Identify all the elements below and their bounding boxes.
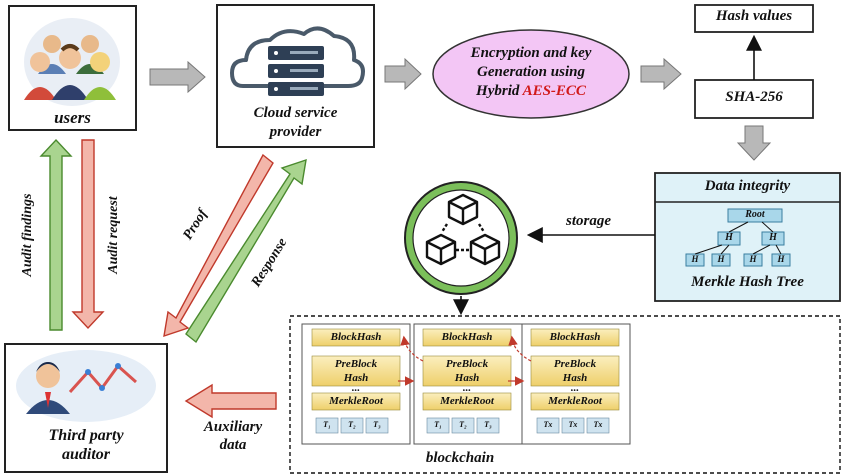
block2-tx-3: T₃	[484, 420, 492, 429]
block-1	[301, 323, 411, 445]
merkle-tree-icon	[685, 208, 791, 267]
auxiliary-line2: data	[219, 437, 247, 453]
block3-tx-2: Tx	[568, 420, 578, 429]
block2-preblock: PreBlock Hash	[423, 357, 511, 385]
prehash-link-2	[508, 335, 532, 362]
block1-preblock-line2: Hash	[343, 372, 369, 384]
audit-request-arrow	[71, 139, 105, 330]
blockchain-label: blockchain	[425, 450, 495, 466]
encryption-line3: Hybrid AES-ECC	[433, 82, 629, 101]
encryption-ellipse	[432, 29, 630, 119]
cloud-server-icon	[230, 26, 365, 96]
block2-merkleroot: MerkleRoot	[440, 395, 494, 407]
auditor-icon	[16, 350, 156, 422]
block1-dots: ...	[351, 382, 361, 394]
merkle-leaf-3: H	[749, 254, 757, 264]
blockchain-cubes-icon	[425, 193, 501, 266]
response-arrow	[185, 158, 307, 344]
merkle-leaf-2: H	[717, 254, 725, 264]
merkle-tree-caption: Merkle Hash Tree	[691, 274, 804, 290]
merkle-leaf-1: H	[691, 254, 699, 264]
hash-values-box	[694, 4, 814, 33]
sha-to-integrity-arrow	[736, 125, 772, 161]
users-label: users	[54, 108, 91, 127]
encryption-to-sha-arrow	[640, 57, 682, 91]
tpa-label-line2: auditor	[61, 446, 110, 463]
hash-values-label: Hash values	[715, 8, 793, 24]
block3-tx-1: Tx	[543, 420, 553, 429]
aes-ecc-text: AES-ECC	[522, 83, 586, 99]
block1-blockhash: BlockHash	[330, 331, 382, 343]
block-3	[521, 323, 631, 445]
sha256-box	[694, 79, 814, 119]
block1-tx-2: T₂	[348, 420, 356, 429]
proof-arrow	[163, 153, 274, 338]
audit-findings-arrow	[39, 138, 73, 331]
block1-preblock-line1: PreBlock	[334, 358, 378, 370]
merkle-root-label: Root	[745, 209, 765, 220]
block3-tx-3: Tx	[593, 420, 603, 429]
encryption-prefix: Hybrid	[476, 83, 523, 99]
users-group-icon	[24, 18, 120, 106]
cloud-to-encryption-arrow	[384, 57, 422, 91]
block3-merkleroot: MerkleRoot	[548, 395, 602, 407]
prehash-link-1	[400, 335, 424, 362]
cloud-label-line2: provider	[269, 124, 322, 140]
auxiliary-data-label: Auxiliary data	[188, 418, 278, 454]
tpa-label-line1: Third party	[48, 427, 124, 444]
block1-tx-3: T₃	[373, 420, 381, 429]
merkle-h-left: H	[725, 232, 733, 243]
block3-preblock: PreBlock Hash	[531, 357, 619, 385]
cloud-provider-label: Cloud service provider	[217, 104, 374, 142]
encryption-line2: Generation using	[477, 64, 585, 80]
encryption-label: Encryption and key Generation using Hybr…	[433, 44, 629, 101]
block3-preblock-line2: Hash	[562, 372, 588, 384]
block1-tx-1: T₁	[323, 420, 331, 429]
auxiliary-data-arrow	[184, 383, 277, 419]
tpa-label: Third party auditor	[5, 426, 167, 464]
block2-tx-1: T₁	[434, 420, 442, 429]
auxiliary-line1: Auxiliary	[203, 419, 263, 435]
users-to-cloud-arrow	[149, 60, 206, 94]
block2-tx-2: T₂	[459, 420, 467, 429]
merkle-leaf-4: H	[777, 254, 785, 264]
audit-findings-label: Audit findings	[20, 193, 35, 277]
block2-blockhash: BlockHash	[441, 331, 493, 343]
block1-merkleroot: MerkleRoot	[329, 395, 383, 407]
block-2	[413, 323, 523, 445]
data-integrity-title: Data integrity	[704, 178, 791, 194]
storage-label: storage	[566, 213, 611, 229]
encryption-line1: Encryption and key	[470, 45, 592, 61]
merkle-h-right: H	[769, 232, 777, 243]
sha256-label: SHA-256	[725, 89, 783, 105]
block3-preblock-line1: PreBlock	[553, 358, 597, 370]
block2-preblock-line2: Hash	[454, 372, 480, 384]
data-integrity-box	[654, 172, 841, 302]
block2-preblock-line1: PreBlock	[445, 358, 489, 370]
audit-request-label: Audit request	[106, 196, 121, 274]
block3-dots: ...	[570, 382, 580, 394]
block3-blockhash: BlockHash	[549, 331, 601, 343]
block2-dots: ...	[462, 382, 472, 394]
cloud-label-line1: Cloud service	[253, 105, 338, 121]
block1-preblock: PreBlock Hash	[312, 357, 400, 385]
